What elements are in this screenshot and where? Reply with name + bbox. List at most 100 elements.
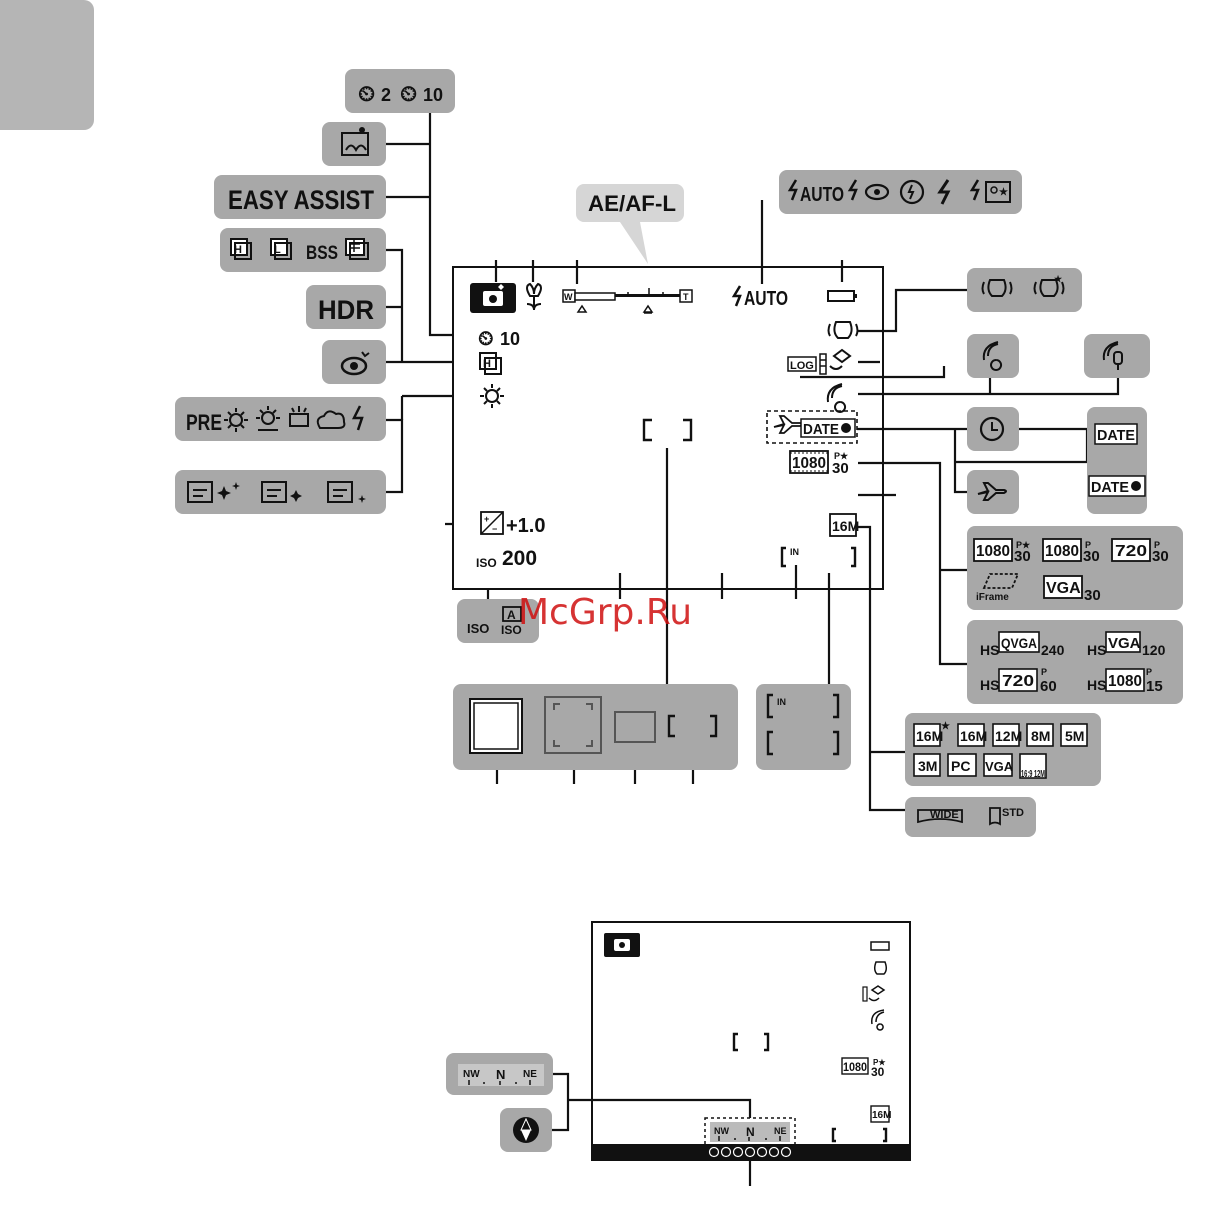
svg-text:30: 30	[871, 1065, 885, 1079]
svg-text:PC: PC	[951, 758, 970, 774]
svg-text:⏲: ⏲	[358, 81, 375, 106]
easy-assist-callout: EASY ASSIST	[214, 175, 386, 219]
image-size-indicator: 16M	[829, 513, 859, 537]
top-screen: AE/AF-L W T AUTO	[452, 184, 1120, 812]
watermark: McGrp.Ru	[518, 592, 692, 633]
movie-option-1-res: 1080	[976, 543, 1010, 560]
svg-text:P: P	[1085, 540, 1091, 550]
self-timer-indicator: 10	[500, 329, 520, 349]
svg-text:⏲: ⏲	[400, 81, 417, 106]
self-timer-callout: ⏲ 2 ⏲ 10	[345, 69, 455, 113]
easy-assist-label: EASY ASSIST	[228, 185, 374, 215]
std-label: STD	[1002, 807, 1024, 819]
svg-text:HS: HS	[980, 642, 999, 658]
svg-text:HS: HS	[980, 677, 999, 693]
iso-auto-a: A	[507, 608, 516, 622]
log-label: LOG	[790, 360, 814, 372]
smart-portrait-callout	[175, 470, 386, 514]
svg-text:W: W	[564, 292, 573, 302]
svg-text:30: 30	[1084, 587, 1101, 604]
hs-1080: 1080	[1108, 673, 1142, 690]
svg-text:16M: 16M	[872, 1110, 891, 1121]
svg-text:3M: 3M	[918, 758, 937, 774]
white-balance-callout: PRE	[175, 397, 386, 441]
svg-text:HS: HS	[1087, 677, 1106, 693]
date-option-2: DATE	[1091, 479, 1129, 496]
focus-area-callout	[453, 684, 738, 784]
hs-movie-callout: HS QVGA 240 HS VGA 120 HS 720 P 60 HS 10…	[967, 620, 1183, 704]
svg-text:NE: NE	[774, 1126, 787, 1136]
svg-text:5M: 5M	[1065, 728, 1084, 744]
white-balance-sun-icon	[480, 384, 504, 408]
svg-text:NW: NW	[714, 1126, 729, 1136]
compass-callouts: NW N NE	[446, 1053, 752, 1152]
bss-label: BSS	[306, 243, 338, 264]
iframe-label: iFrame	[976, 592, 1009, 603]
hs-720: 720	[1002, 673, 1034, 690]
date-stamp-label: DATE	[803, 421, 839, 438]
svg-text:IN: IN	[777, 697, 786, 707]
svg-text:⏲: ⏲	[478, 328, 494, 350]
hdr-callout: HDR	[306, 285, 386, 329]
iso-prefix: ISO	[476, 556, 497, 570]
exposure-value: +1.0	[506, 515, 545, 537]
svg-text:60: 60	[1040, 678, 1057, 695]
movie-option-3-res: 720	[1115, 543, 1147, 560]
svg-text:N: N	[746, 1125, 755, 1139]
svg-text:30: 30	[1014, 548, 1031, 565]
iso-callout-label: ISO	[467, 621, 489, 636]
svg-text:T: T	[683, 292, 689, 302]
flash-callout: AUTO ★	[779, 170, 1022, 214]
date-option-1: DATE	[1097, 427, 1135, 444]
compass-n: N	[496, 1067, 505, 1082]
blink-proof-callout	[322, 340, 386, 384]
movie-options-indicator: 1080 P★ 30	[789, 450, 849, 477]
memory-bracket	[780, 546, 857, 568]
flash-mode-label: AUTO	[744, 288, 788, 310]
world-time-callouts: DATE DATE	[967, 407, 1147, 514]
iso-callout: ISO A ISO	[457, 599, 539, 643]
svg-text:VGA: VGA	[985, 759, 1014, 774]
svg-text:P★: P★	[1016, 540, 1031, 550]
bottom-screen: 1080 P★ 30 16M NW N NE	[591, 921, 911, 1161]
svg-text:ISO: ISO	[501, 623, 522, 637]
svg-text:120: 120	[1142, 642, 1166, 658]
movie-fps-indicator: 30	[832, 460, 849, 477]
svg-text:★: ★	[1054, 274, 1063, 284]
svg-text:30: 30	[1152, 548, 1169, 565]
svg-text:H: H	[234, 244, 242, 256]
compass-nw: NW	[463, 1069, 480, 1080]
svg-text:P: P	[1146, 667, 1152, 677]
memory-callout: IN	[756, 684, 851, 770]
macro-icon	[526, 282, 542, 311]
zoom-indicator: W T	[562, 288, 693, 314]
vr-callout: ★	[967, 268, 1082, 312]
image-size-label: 16M	[832, 518, 859, 534]
page-tab	[0, 0, 94, 130]
gps-satellite-icon	[829, 348, 852, 370]
svg-text:16M: 16M	[916, 728, 943, 744]
self-timer-2: 2	[381, 85, 391, 105]
flash-auto-option: AUTO	[800, 184, 844, 206]
motion-detection-icon	[826, 383, 847, 413]
ae-af-lock-bubble: AE/AF-L	[576, 184, 684, 264]
svg-text:H: H	[483, 358, 491, 370]
vibration-reduction-icon	[827, 321, 859, 339]
white-balance-pre: PRE	[186, 410, 222, 435]
svg-text:P★: P★	[873, 1058, 886, 1067]
iso-value: 200	[502, 547, 537, 570]
svg-text:240: 240	[1041, 642, 1065, 658]
svg-text:−: −	[492, 524, 497, 534]
svg-text:★: ★	[999, 187, 1008, 198]
svg-text:12M: 12M	[995, 728, 1022, 744]
svg-text:+: +	[484, 514, 489, 524]
hs-vga: VGA	[1108, 635, 1141, 652]
movie-options-callout: 1080 P★ 30 1080 P 30 720 P 30 iFrame VGA…	[967, 526, 1183, 610]
hs-qvga: QVGA	[1001, 635, 1037, 651]
image-size-callout: 16M ★ 16M 12M 8M 5M 3M PC VGA 16:9 12M	[905, 713, 1101, 786]
svg-text:P: P	[1041, 667, 1047, 677]
vga-label: VGA	[1046, 580, 1081, 597]
svg-text:L: L	[274, 244, 281, 256]
self-timer-10: 10	[423, 85, 443, 105]
svg-text:8M: 8M	[1031, 728, 1050, 744]
